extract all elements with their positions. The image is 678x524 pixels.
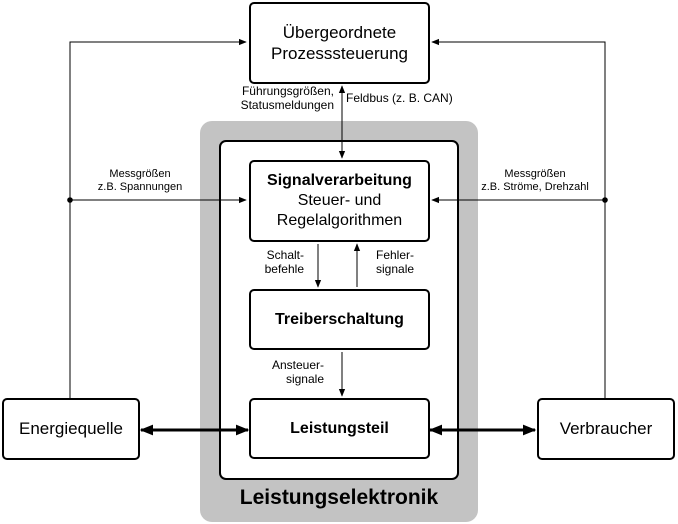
signal-processing-line3: Regelalgorithmen [276, 212, 403, 229]
measure-right-line2: z.B. Ströme, Drehzahl [481, 181, 589, 193]
switch-commands-line2: befehle [264, 262, 304, 276]
signal-processing-line2: Steuer- und [297, 192, 382, 209]
reference-values-label: Führungsgrößen, Statusmeldungen [241, 84, 334, 112]
driver-circuit-label: Treiberschaltung [275, 310, 404, 328]
measure-left-label: Messgrößen z.B. Spannungen [70, 168, 210, 194]
signal-processing-box: Signalverarbeitung Steuer- und Regelalgo… [249, 160, 430, 242]
consumer-label: Verbraucher [559, 419, 653, 438]
diagram-title: Leistungselektronik [239, 486, 439, 509]
error-signals-line1: Fehler- [376, 248, 415, 262]
driver-circuit-box: Treiberschaltung [249, 289, 430, 350]
drive-signals-label: Ansteuer- signale [272, 358, 324, 386]
signal-processing-title: Signalverarbeitung [267, 172, 412, 189]
reference-line1: Führungsgrößen, [241, 84, 334, 98]
consumer-box: Verbraucher [537, 398, 675, 460]
measure-right-label: Messgrößen z.B. Ströme, Drehzahl [460, 168, 610, 194]
reference-line2: Statusmeldungen [240, 98, 334, 112]
drive-signals-line1: Ansteuer- [271, 358, 324, 372]
switch-commands-line1: Schalt- [266, 248, 304, 262]
power-stage-label: Leistungsteil [290, 419, 389, 437]
process-controller-line2: Prozesssteuerung [270, 44, 409, 63]
energy-source-box: Energiequelle [2, 398, 140, 460]
process-controller-line1: Übergeordnete [282, 23, 397, 42]
process-controller-box: Übergeordnete Prozesssteuerung [249, 2, 430, 84]
measure-left-line2: z.B. Spannungen [97, 181, 183, 193]
power-stage-box: Leistungsteil [249, 398, 430, 459]
error-signals-label: Fehler- signale [376, 248, 414, 276]
drive-signals-line2: signale [285, 372, 324, 386]
energy-source-label: Energiequelle [19, 419, 123, 438]
error-signals-line2: signale [376, 262, 415, 276]
measure-left-line1: Messgrößen [109, 168, 171, 180]
measure-right-line1: Messgrößen [504, 168, 566, 180]
fieldbus-label: Feldbus (z. B. CAN) [346, 91, 453, 105]
switch-commands-label: Schalt- befehle [265, 248, 304, 276]
